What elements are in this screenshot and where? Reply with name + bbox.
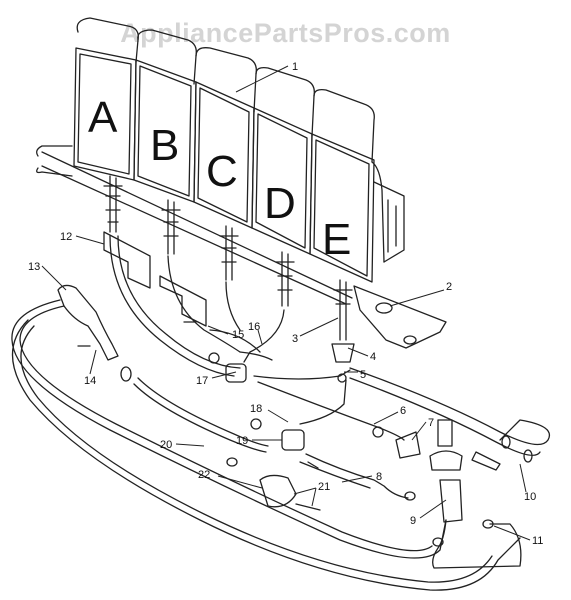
callout-7: 7	[428, 417, 434, 429]
callout-3: 3	[292, 333, 298, 345]
callout-13: 13	[28, 261, 40, 273]
callout-20: 20	[160, 439, 172, 451]
panel-letter-c: C	[206, 147, 238, 196]
panel-frames	[73, 47, 375, 283]
callout-22: 22	[198, 469, 210, 481]
callout-14: 14	[84, 375, 96, 387]
gas-tubing	[11, 235, 550, 591]
callout-19: 19	[236, 435, 248, 447]
callout-4: 4	[370, 351, 376, 363]
callout-21: 21	[318, 481, 330, 493]
panel-letter-b: B	[150, 121, 179, 170]
panel-letters: A B C D E	[88, 93, 351, 264]
callout-9: 9	[410, 515, 416, 527]
callout-2: 2	[446, 281, 452, 293]
callout-5: 5	[360, 369, 366, 381]
fittings	[57, 284, 533, 547]
bracket-12	[103, 231, 151, 289]
callout-18: 18	[250, 403, 262, 415]
callout-15: 15	[232, 329, 244, 341]
callout-12: 12	[60, 231, 72, 243]
burner-boxes	[76, 17, 385, 263]
bracket-2	[353, 285, 447, 349]
bracket-15	[159, 275, 207, 327]
callout-17: 17	[196, 375, 208, 387]
left-tube-end	[36, 145, 73, 177]
panel-letter-a: A	[88, 93, 118, 142]
leader-lines	[41, 65, 531, 541]
callout-16: 16	[248, 321, 260, 333]
callout-1: 1	[292, 61, 298, 73]
watermark: AppliancePartsPros.com	[120, 18, 451, 48]
panel-letter-d: D	[264, 179, 296, 228]
valve-stems	[103, 175, 355, 363]
callout-10: 10	[524, 491, 536, 503]
callout-6: 6	[400, 405, 406, 417]
callout-8: 8	[376, 471, 382, 483]
panel-letter-e: E	[322, 215, 351, 264]
callout-11: 11	[532, 535, 543, 547]
callout-numbers: 1 2 3 4 5 6 7 8 9 10 11 12 13 14 15 16 1…	[28, 61, 543, 547]
